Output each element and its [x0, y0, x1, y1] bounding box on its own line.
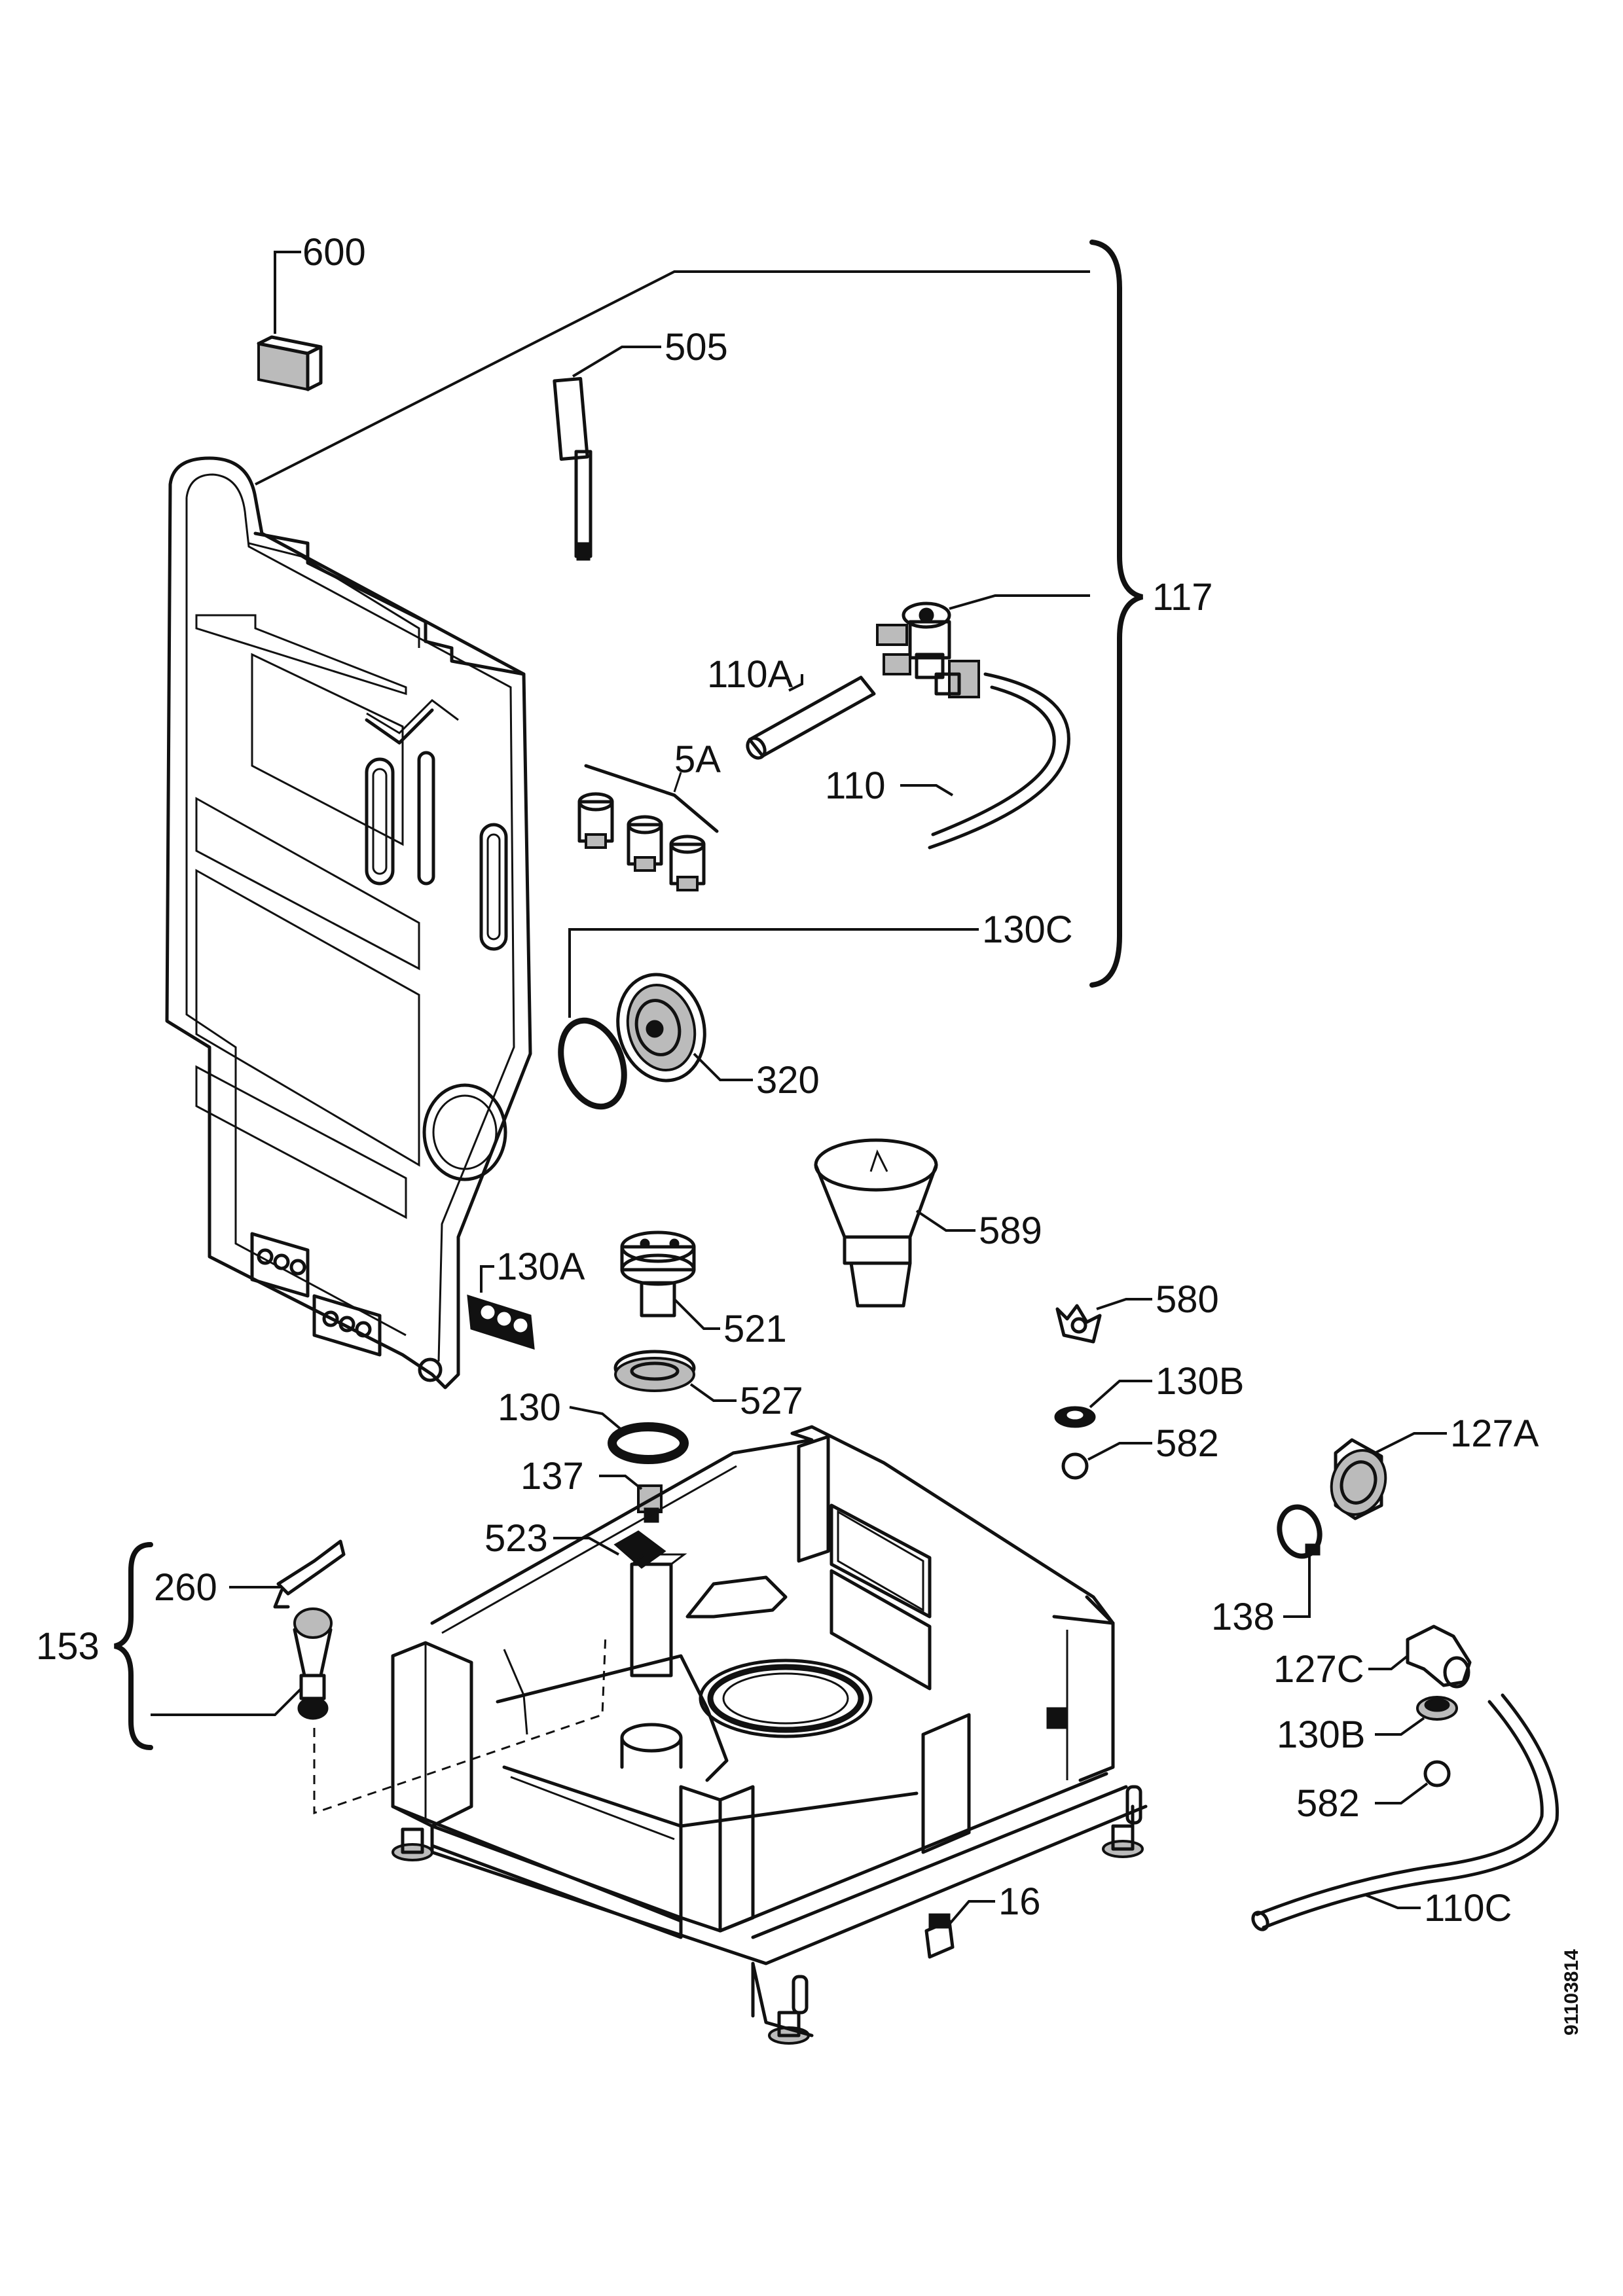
label-130a: 130A: [496, 1246, 585, 1288]
label-130: 130: [498, 1386, 561, 1429]
part-582-bottom: [1375, 1760, 1451, 1804]
document-number: 91103814: [1561, 1949, 1582, 2036]
panel-leader: [255, 270, 1090, 486]
part-110c: [1251, 1693, 1559, 1931]
label-527: 527: [740, 1380, 803, 1422]
label-130b-top: 130B: [1156, 1360, 1244, 1403]
part-600: [257, 251, 323, 391]
part-137: [599, 1475, 663, 1523]
label-589: 589: [979, 1210, 1042, 1252]
part-505: [553, 346, 661, 561]
part-16: [924, 1900, 995, 1959]
label-130b-bottom: 130B: [1277, 1713, 1365, 1756]
part-320: [616, 973, 753, 1083]
part-260: [229, 1539, 346, 1609]
part-138: [1277, 1504, 1322, 1618]
brace-153: [113, 1542, 153, 1750]
part-117-valve: [876, 594, 1090, 698]
label-523: 523: [484, 1517, 548, 1560]
label-600: 600: [302, 231, 366, 274]
label-521: 521: [723, 1308, 787, 1350]
part-527: [613, 1350, 737, 1402]
brace-117: [1089, 240, 1144, 988]
part-153-drain-valve: [151, 1607, 333, 1720]
label-138: 138: [1211, 1596, 1275, 1638]
part-582-top: [1061, 1442, 1152, 1480]
label-110: 110: [825, 764, 885, 807]
label-137: 137: [520, 1455, 584, 1498]
part-110a: [746, 674, 876, 760]
label-582-top: 582: [1156, 1422, 1219, 1465]
label-320: 320: [756, 1059, 820, 1102]
part-130a: [467, 1265, 535, 1350]
label-127c: 127C: [1273, 1648, 1364, 1691]
side-panel: [165, 456, 532, 1390]
label-117: 117: [1152, 576, 1213, 619]
part-521: [620, 1230, 720, 1330]
part-130: [569, 1406, 689, 1464]
base-frame: [391, 1425, 1148, 2045]
part-5a: [577, 764, 719, 891]
part-580: [1055, 1298, 1152, 1344]
part-523: [553, 1530, 687, 1677]
label-5a: 5A: [674, 738, 721, 781]
label-110c: 110C: [1424, 1887, 1512, 1929]
label-127a: 127A: [1450, 1412, 1539, 1455]
part-127c: [1368, 1624, 1472, 1689]
part-130b-top: [1054, 1380, 1152, 1428]
label-16: 16: [998, 1880, 1041, 1923]
label-130c: 130C: [982, 908, 1073, 951]
label-153: 153: [36, 1625, 100, 1668]
label-110a: 110A: [707, 653, 793, 696]
label-260: 260: [154, 1566, 217, 1609]
part-130c: [558, 928, 979, 1110]
part-110: [900, 672, 1070, 850]
label-582-bottom: 582: [1296, 1782, 1360, 1825]
label-505: 505: [665, 326, 728, 368]
part-589: [814, 1138, 976, 1308]
label-580: 580: [1156, 1278, 1219, 1321]
part-130b-bottom: [1375, 1696, 1458, 1736]
part-127a: [1330, 1432, 1447, 1520]
